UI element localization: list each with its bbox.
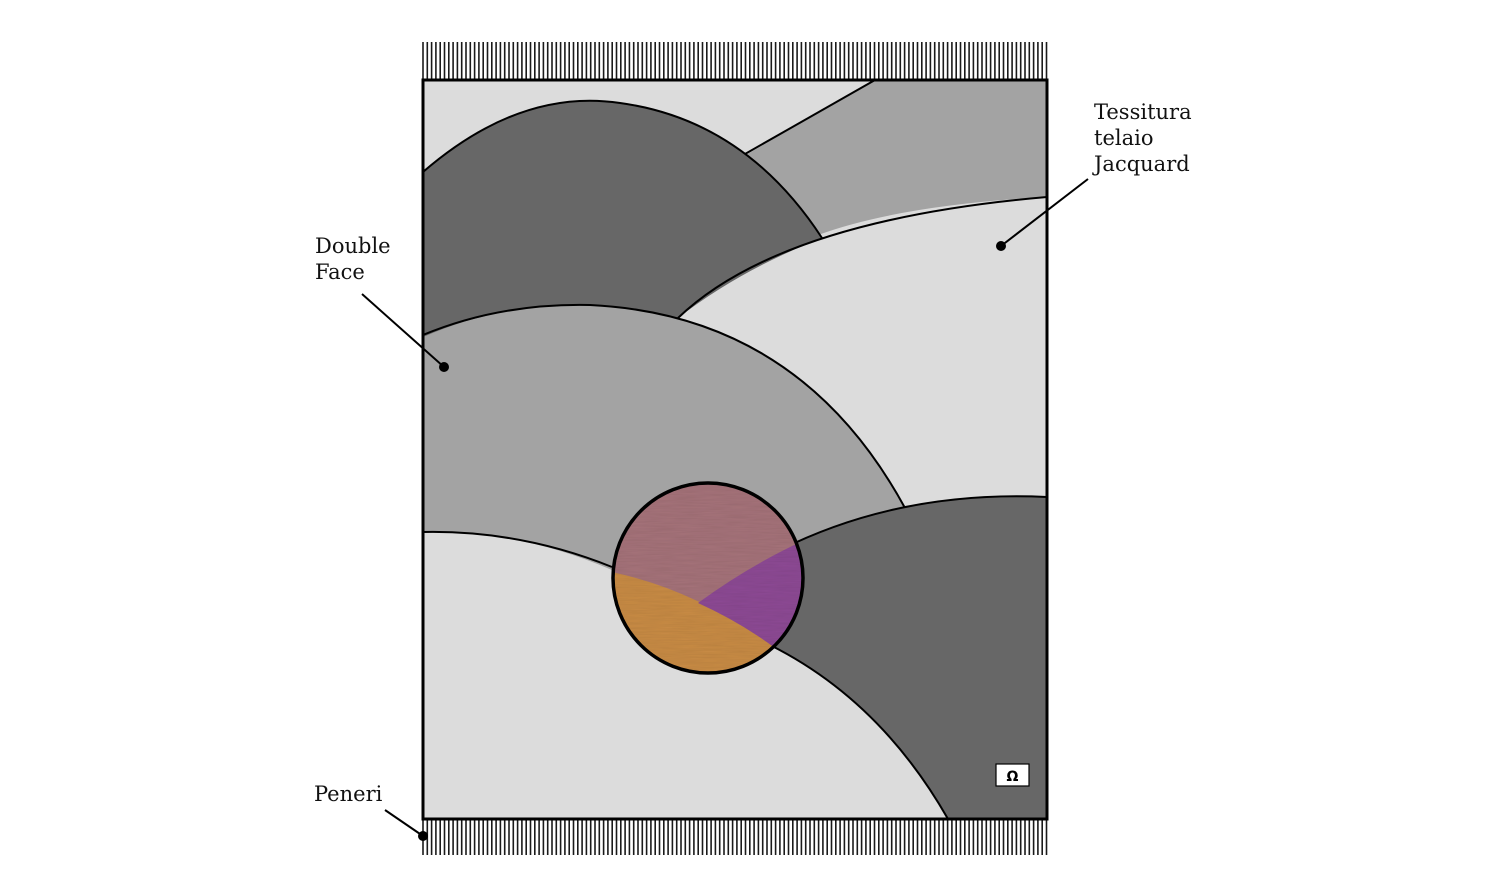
fringe-top bbox=[422, 42, 1048, 80]
rug-border bbox=[421, 78, 1049, 821]
shape-dark-hill-top bbox=[423, 100, 822, 338]
annotation-double-face-line1: Double bbox=[315, 234, 391, 258]
omega-icon: Ω bbox=[1007, 769, 1019, 785]
annotation-jacquard-line1: Tessitura bbox=[1094, 100, 1192, 124]
annotation-double-face-line2: Face bbox=[315, 260, 365, 284]
fringe-bottom bbox=[422, 819, 1048, 855]
annotation-jacquard-line2: telaio bbox=[1094, 126, 1153, 150]
annotation-fringe-label: Peneri bbox=[314, 782, 383, 806]
shape-top-right-band bbox=[720, 80, 1047, 235]
swatch-purple bbox=[698, 540, 803, 660]
annotation-fringe: Peneri bbox=[314, 782, 428, 841]
shape-mid-hill bbox=[423, 304, 905, 570]
annotation-jacquard: Tessitura telaio Jacquard bbox=[996, 100, 1192, 251]
color-swatch bbox=[611, 481, 805, 675]
annotation-double-face: Double Face bbox=[315, 234, 449, 372]
shape-dark-hill-bottom bbox=[770, 496, 1047, 819]
brand-label-tag: Ω bbox=[995, 763, 1030, 787]
annotation-jacquard-line3: Jacquard bbox=[1092, 152, 1190, 176]
rug-pattern bbox=[423, 80, 1047, 819]
